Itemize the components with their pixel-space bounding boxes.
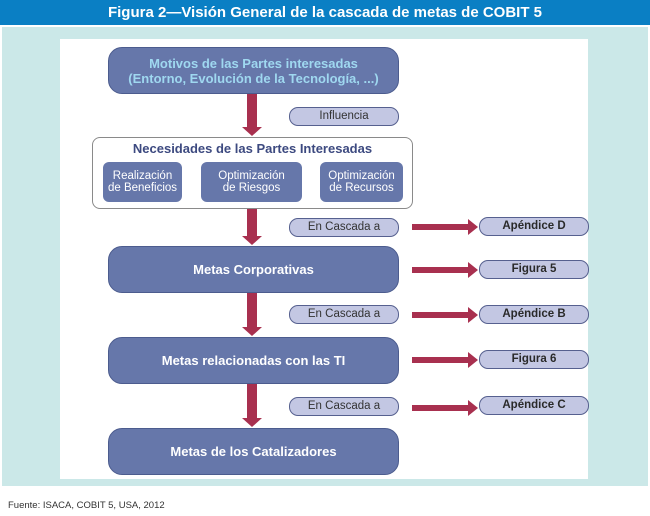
cascade-pill-2: En Cascada a <box>289 305 399 324</box>
arrow-down-needs-to-corporate <box>242 209 262 245</box>
reference-figura-5: Figura 5 <box>479 260 589 279</box>
arrow-right-2 <box>412 262 478 278</box>
arrow-right-3 <box>412 307 478 323</box>
reference-figura-6: Figura 6 <box>479 350 589 369</box>
arrow-down-it-to-enablers <box>242 384 262 427</box>
source-caption: Fuente: ISACA, COBIT 5, USA, 2012 <box>8 500 165 511</box>
enabler-goals-box: Metas de los Catalizadores <box>108 428 399 475</box>
stakeholder-drivers-box: Motivos de las Partes interesadas (Entor… <box>108 47 399 94</box>
it-goals-box: Metas relacionadas con las TI <box>108 337 399 384</box>
reference-apendice-d: Apéndice D <box>479 217 589 236</box>
stakeholder-drivers-line1: Motivos de las Partes interesadas <box>149 55 358 71</box>
needs-item-line1: Optimización <box>328 170 395 182</box>
needs-item-line2: de Recursos <box>329 182 394 194</box>
arrow-down-corporate-to-it <box>242 293 262 336</box>
needs-item-line1: Optimización <box>218 170 285 182</box>
arrow-right-5 <box>412 400 478 416</box>
arrow-down-drivers-to-needs <box>242 94 262 136</box>
needs-item-risk: Optimización de Riesgos <box>201 162 302 202</box>
needs-item-line2: de Riesgos <box>222 182 281 194</box>
cascade-pill-3: En Cascada a <box>289 397 399 416</box>
arrow-right-4 <box>412 352 478 368</box>
influence-pill: Influencia <box>289 107 399 126</box>
reference-apendice-c: Apéndice C <box>479 396 589 415</box>
arrow-right-1 <box>412 219 478 235</box>
stakeholder-needs-group: Necesidades de las Partes Interesadas Re… <box>92 137 413 209</box>
corporate-goals-box: Metas Corporativas <box>108 246 399 293</box>
reference-apendice-b: Apéndice B <box>479 305 589 324</box>
needs-item-benefits: Realización de Beneficios <box>103 162 182 202</box>
needs-item-resources: Optimización de Recursos <box>320 162 403 202</box>
figure-title: Figura 2—Visión General de la cascada de… <box>0 0 650 27</box>
stakeholder-drivers-line2: (Entorno, Evolución de la Tecnología, ..… <box>128 70 379 86</box>
stakeholder-needs-title: Necesidades de las Partes Interesadas <box>132 141 373 156</box>
needs-item-line2: de Beneficios <box>107 182 178 194</box>
cascade-pill-1: En Cascada a <box>289 218 399 237</box>
needs-item-line1: Realización <box>112 170 173 182</box>
